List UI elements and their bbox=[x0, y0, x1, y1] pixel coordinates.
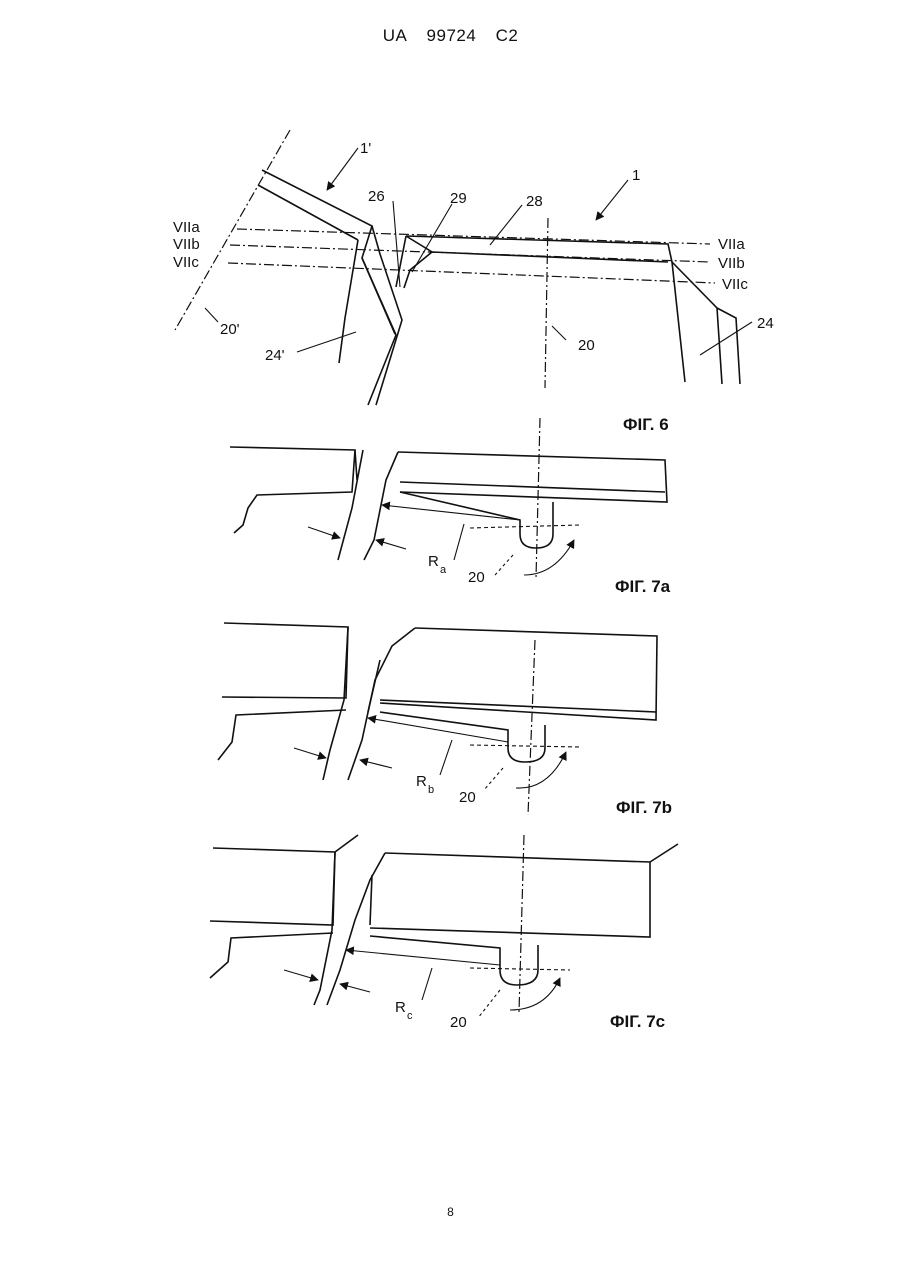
label-viia-left: VIIa bbox=[173, 219, 200, 236]
label-viic-left: VIIc bbox=[173, 254, 199, 271]
blade-1-prime bbox=[258, 170, 402, 405]
figure-7c-caption: ФІГ. 7c bbox=[610, 1012, 665, 1031]
figure-7b-caption: ФІГ. 7b bbox=[616, 798, 672, 817]
label-20-prime: 20' bbox=[220, 321, 240, 338]
label-ra-sub: a bbox=[440, 564, 447, 576]
label-viib-left: VIIb bbox=[173, 236, 200, 253]
label-24-prime: 24' bbox=[265, 347, 285, 364]
figure-7c: R c 20 ФІГ. 7c bbox=[210, 835, 678, 1031]
label-20-7c: 20 bbox=[450, 1014, 467, 1031]
figure-6: 1' 1 26 29 28 VIIa VIIb VIIc VIIa VIIb V… bbox=[173, 130, 774, 434]
label-1: 1 bbox=[632, 167, 640, 184]
figure-6-caption: ФІГ. 6 bbox=[623, 415, 669, 434]
label-20: 20 bbox=[578, 337, 595, 354]
page-number: 8 bbox=[0, 1205, 901, 1219]
blade-1 bbox=[396, 236, 740, 384]
label-20-7b: 20 bbox=[459, 789, 476, 806]
axis-20-7b bbox=[528, 640, 535, 815]
figure-7a: R a 20 ФІГ. 7a bbox=[230, 418, 671, 596]
label-28: 28 bbox=[526, 193, 543, 210]
label-ra: R bbox=[428, 553, 439, 570]
section-line-viia bbox=[237, 229, 710, 244]
label-viib-right: VIIb bbox=[718, 255, 745, 272]
label-1-prime: 1' bbox=[360, 140, 371, 157]
label-rc-sub: c bbox=[407, 1010, 413, 1022]
figure-7a-caption: ФІГ. 7a bbox=[615, 577, 671, 596]
label-29: 29 bbox=[450, 190, 467, 207]
label-rc: R bbox=[395, 999, 406, 1016]
section-line-viic bbox=[228, 263, 715, 283]
label-26: 26 bbox=[368, 188, 385, 205]
label-rb-sub: b bbox=[428, 784, 434, 796]
label-rb: R bbox=[416, 773, 427, 790]
label-24: 24 bbox=[757, 315, 774, 332]
label-viic-right: VIIc bbox=[722, 276, 748, 293]
label-20-7a: 20 bbox=[468, 569, 485, 586]
axis-20 bbox=[545, 218, 548, 388]
figure-7b: R b 20 ФІГ. 7b bbox=[218, 623, 672, 817]
label-viia-right: VIIa bbox=[718, 236, 745, 253]
